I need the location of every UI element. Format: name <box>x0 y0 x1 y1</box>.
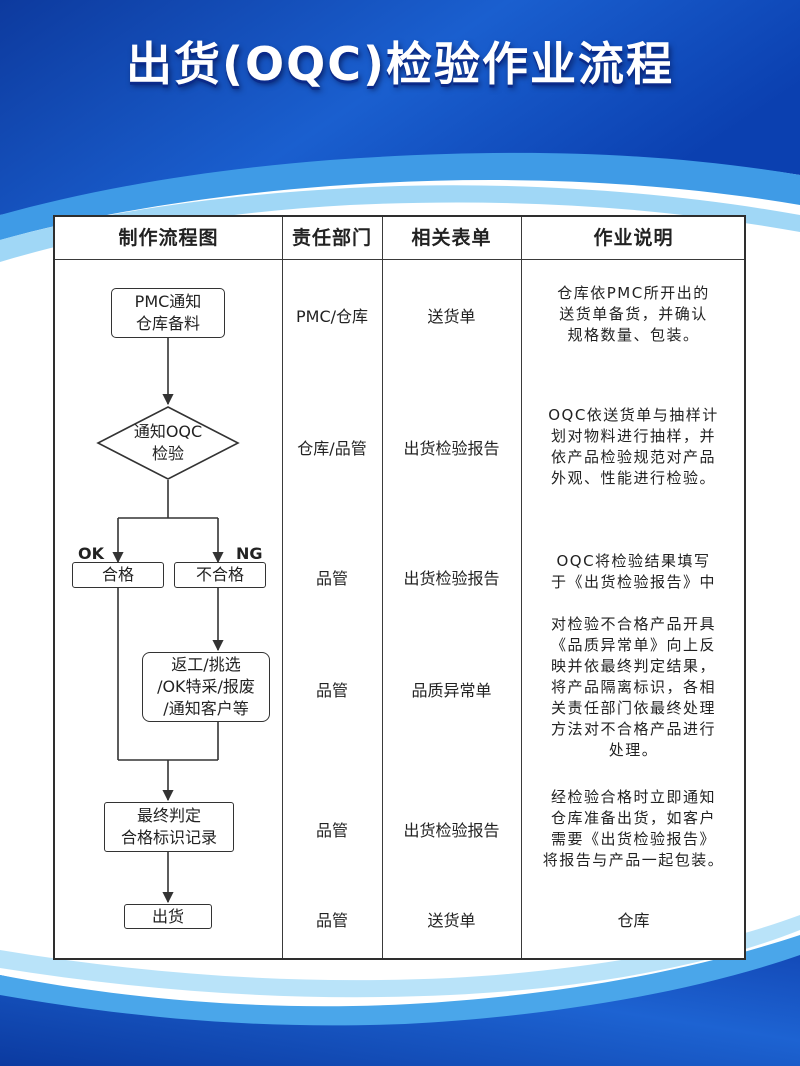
flow-step-pmc-notify: PMC通知仓库备料 <box>111 288 225 338</box>
flow-ship-box: 出货 <box>124 904 212 929</box>
row2-description: OQC依送货单与抽样计划对物料进行抽样，并依产品检验规范对产品外观、性能进行检验… <box>548 406 719 487</box>
row2-department: 仓库/品管 <box>297 439 367 458</box>
row3-department: 品管 <box>315 569 348 588</box>
header-flowchart: 制作流程图 <box>118 227 219 249</box>
row3-description: OQC将检验结果填写于《出货检验报告》中 <box>550 552 716 591</box>
row5-description: 经检验合格时立即通知仓库准备出货，如客户需要《出货检验报告》将报告与产品一起包装… <box>542 788 725 869</box>
row5-form: 出货检验报告 <box>403 821 500 840</box>
row4-form: 品质异常单 <box>411 681 492 700</box>
row6-description: 仓库 <box>617 911 650 930</box>
page-title: 出货(OQC)检验作业流程 <box>125 37 674 91</box>
row5-department: 品管 <box>315 821 348 840</box>
row3-form: 出货检验报告 <box>403 569 500 588</box>
column-divider <box>382 217 383 958</box>
flow-fail-box: 不合格 <box>174 562 266 588</box>
header-divider <box>55 259 744 260</box>
row4-department: 品管 <box>315 681 348 700</box>
row4-description: 对检验不合格产品开具《品质异常单》向上反映并依最终判定结果，将产品隔离标识，各相… <box>550 615 716 759</box>
row6-form: 送货单 <box>427 911 476 930</box>
ng-label: NG <box>236 544 263 563</box>
row2-form: 出货检验报告 <box>403 439 500 458</box>
row1-description: 仓库依PMC所开出的送货单备货，并确认规格数量、包装。 <box>557 284 710 344</box>
row1-form: 送货单 <box>427 307 476 326</box>
row1-department: PMC/仓库 <box>295 307 369 326</box>
flow-rework-box: 返工/挑选/OK特采/报废/通知客户等 <box>142 652 270 722</box>
header-description: 作业说明 <box>593 227 674 249</box>
header-department: 责任部门 <box>291 227 372 249</box>
column-divider <box>282 217 283 958</box>
flow-pass-box: 合格 <box>72 562 164 588</box>
flow-final-judgement-box: 最终判定合格标识记录 <box>104 802 234 852</box>
column-divider <box>521 217 522 958</box>
ok-label: OK <box>78 544 104 563</box>
row6-department: 品管 <box>315 911 348 930</box>
header-forms: 相关表单 <box>411 227 492 249</box>
